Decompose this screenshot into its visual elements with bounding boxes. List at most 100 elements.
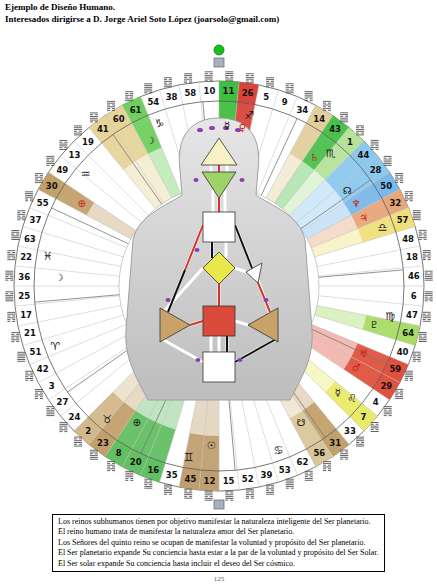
- planet-symbol: ☋: [297, 418, 306, 428]
- zodiac-symbol: ♏: [326, 147, 336, 158]
- gate-number: 6: [411, 291, 417, 300]
- gate-number: 24: [69, 413, 81, 422]
- zodiac-symbol: ♉: [102, 414, 112, 425]
- planet-symbol: ⊕: [133, 418, 141, 428]
- bodygraph-ellipse: [194, 178, 199, 182]
- bodygraph-ellipse: [197, 128, 203, 132]
- gate-number: 2: [85, 426, 91, 435]
- gate-number: 54: [147, 98, 159, 107]
- zodiac-symbol: ♌: [347, 392, 357, 403]
- gate-number: 52: [242, 475, 254, 484]
- gate-number: 60: [113, 115, 125, 124]
- gate-cell: [199, 470, 219, 491]
- bodygraph-circle: [214, 45, 224, 55]
- zodiac-symbol: ♒: [81, 169, 91, 180]
- bodygraph-path: [168, 270, 185, 312]
- planet-symbol: ☉: [207, 441, 216, 451]
- bodygraph-ellipse: [166, 298, 171, 302]
- bodygraph-ellipse: [196, 358, 201, 362]
- gate-number: 1: [347, 137, 353, 146]
- planet-symbol: ☽: [55, 273, 64, 283]
- gate-number: 12: [204, 477, 216, 486]
- gate-number: 23: [97, 438, 109, 447]
- bodygraph-path: [218, 284, 220, 306]
- bodygraph-polygon: [248, 308, 278, 342]
- gate-number: 37: [29, 216, 41, 225]
- gate-cell: [219, 81, 239, 102]
- zodiac-symbol: ♍: [385, 311, 395, 322]
- title: Ejemplo de Diseño Humano.: [5, 3, 115, 13]
- gate-number: 18: [406, 253, 418, 262]
- gate-number: 51: [29, 347, 41, 356]
- gate-number: 21: [24, 329, 36, 338]
- gate-number: 17: [20, 310, 32, 319]
- gate-number: 4: [373, 398, 379, 407]
- planet-symbol: ☊: [343, 186, 352, 196]
- gate-number: 56: [313, 449, 325, 458]
- bodygraph-polygon: [203, 252, 235, 284]
- gate-number: 8: [116, 449, 122, 458]
- gate-number: 13: [69, 151, 81, 160]
- gate-ring-inner: [34, 101, 404, 471]
- gate-number: 31: [329, 438, 341, 447]
- gate-band-inner: [87, 203, 136, 239]
- planet-symbol: ☿: [224, 121, 230, 131]
- zodiac-symbol: ♋: [274, 444, 284, 455]
- bodygraph-polygon: [246, 263, 262, 283]
- gate-number: 36: [18, 272, 30, 281]
- contact-line: Interesados dirigirse a D. Jorge Ariel S…: [5, 15, 279, 25]
- bodygraph-path: [185, 225, 203, 270]
- planet-symbol: ♀: [239, 123, 246, 133]
- gate-band-inner: [124, 161, 164, 208]
- gate-number: 62: [296, 458, 308, 467]
- gate-number: 29: [380, 382, 392, 391]
- planet-symbol: ♇: [370, 320, 379, 330]
- gate-number: 33: [344, 426, 356, 435]
- gate-number: 57: [397, 216, 409, 225]
- gate-number: 5: [263, 93, 269, 102]
- gate-number: 11: [223, 87, 235, 96]
- gate-number: 27: [56, 398, 68, 407]
- gate-number: 26: [242, 89, 254, 98]
- planet-symbol: ♅: [359, 349, 368, 359]
- bodygraph-rect: [214, 58, 224, 67]
- text-line: Los Señores del quinto reino se ocupan d…: [58, 538, 379, 548]
- gate-number: 43: [329, 125, 341, 134]
- gate-number: 19: [82, 137, 94, 146]
- bodygraph-ellipse: [264, 298, 269, 302]
- gate-number: 9: [282, 98, 288, 107]
- bodygraph-ellipse: [240, 178, 245, 182]
- bodygraph-rect: [203, 212, 235, 242]
- gate-number: 40: [397, 347, 409, 356]
- gate-number: 50: [380, 181, 392, 190]
- gate-band-inner: [311, 229, 362, 257]
- zodiac-symbol: ♑: [155, 117, 165, 128]
- planet-symbol: ☿: [335, 388, 341, 398]
- page-number: 125: [214, 576, 225, 583]
- gate-cell: [373, 373, 400, 400]
- text-line: El Ser planetario expande Su conciencia …: [58, 548, 379, 558]
- bodygraph-path: [211, 242, 213, 258]
- gate-number: 3: [49, 382, 55, 391]
- hexagram-symbol: [5, 72, 432, 500]
- zodiac-symbol: ♐: [244, 109, 254, 120]
- gate-number: 59: [389, 365, 401, 374]
- bodygraph-rect: [203, 306, 235, 336]
- gate-number: 39: [260, 471, 272, 480]
- text-line: El reino humano trata de manifestar la n…: [58, 527, 379, 537]
- gate-number: 63: [24, 234, 36, 243]
- planet-symbol: ♂: [352, 363, 361, 373]
- gate-number: 35: [166, 471, 178, 480]
- text-box: Los reinos subhumanos tienen por objetiv…: [52, 514, 385, 572]
- gate-number: 64: [402, 329, 414, 338]
- zodiac-symbol: ♈: [51, 340, 61, 351]
- bodygraph-polygon: [202, 172, 236, 198]
- gate-dividers: [14, 81, 424, 491]
- bodygraph-g: [160, 165, 278, 362]
- gate-number: 20: [130, 458, 142, 467]
- planet-symbol: ♄: [310, 153, 319, 163]
- gate-number: 15: [223, 477, 235, 486]
